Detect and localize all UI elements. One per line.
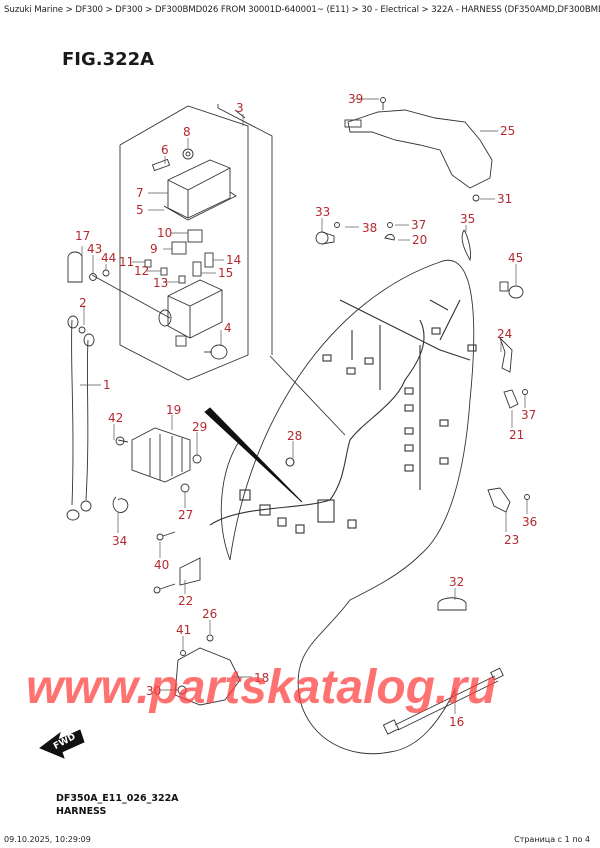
- junction-bracket: [344, 97, 493, 202]
- callout-21[interactable]: 21: [509, 428, 525, 442]
- callout-16[interactable]: 16: [449, 715, 465, 729]
- callout-22[interactable]: 22: [178, 594, 194, 608]
- figure-code: DF350A_E11_026_322A: [56, 793, 179, 804]
- callout-2[interactable]: 2: [79, 296, 87, 310]
- callout-8[interactable]: 8: [183, 125, 191, 139]
- callout-37[interactable]: 37: [411, 218, 427, 232]
- leader-lines: [80, 98, 528, 714]
- relays-fuses: [144, 229, 214, 284]
- callout-3[interactable]: 3: [236, 101, 244, 115]
- callout-28[interactable]: 28: [287, 429, 303, 443]
- callout-36[interactable]: 36: [522, 515, 538, 529]
- callout-45[interactable]: 45: [508, 251, 524, 265]
- callout-29[interactable]: 29: [192, 420, 208, 434]
- callout-12[interactable]: 12: [134, 264, 150, 278]
- callout-31[interactable]: 31: [497, 192, 513, 206]
- main-harness: [209, 299, 477, 534]
- fuse-box-base: [91, 274, 228, 360]
- rectifier-regulator: [112, 427, 202, 513]
- fuse-box-cover: [151, 148, 237, 221]
- callout-1[interactable]: 1: [103, 378, 111, 392]
- breadcrumb: Suzuki Marine > DF300 > DF300 > DF300BMD…: [4, 5, 600, 15]
- callout-9[interactable]: 9: [150, 242, 158, 256]
- callout-30[interactable]: 30: [146, 684, 162, 698]
- sub-harness-16: [382, 667, 504, 735]
- terminal-cap: [67, 251, 110, 283]
- callout-38[interactable]: 38: [362, 221, 378, 235]
- callout-44[interactable]: 44: [101, 251, 117, 265]
- callout-26[interactable]: 26: [202, 607, 218, 621]
- engine-cover-outline: [220, 259, 475, 755]
- callout-14[interactable]: 14: [226, 253, 242, 267]
- callout-41[interactable]: 41: [176, 623, 192, 637]
- callout-6[interactable]: 6: [161, 143, 169, 157]
- watermark: www.partskatalog.ru: [26, 661, 497, 714]
- callout-7[interactable]: 7: [136, 186, 144, 200]
- callout-39[interactable]: 39: [348, 92, 364, 106]
- figure-title: FIG.322A: [62, 49, 155, 70]
- callout-34[interactable]: 34: [112, 534, 128, 548]
- clamps-bolts: [153, 222, 530, 706]
- callout-20[interactable]: 20: [412, 233, 428, 247]
- callout-23[interactable]: 23: [504, 533, 520, 547]
- callout-43[interactable]: 43: [87, 242, 103, 256]
- callout-11[interactable]: 11: [119, 255, 135, 269]
- callout-15[interactable]: 15: [218, 266, 234, 280]
- figure-name: HARNESS: [56, 806, 107, 817]
- fuse-box-kit-outline: [119, 104, 273, 381]
- callout-42[interactable]: 42: [108, 411, 124, 425]
- callout-35[interactable]: 35: [460, 212, 476, 226]
- callout-40[interactable]: 40: [154, 558, 170, 572]
- callout-33[interactable]: 33: [315, 205, 331, 219]
- page-number: Страница с 1 по 4: [514, 835, 590, 844]
- callout-13[interactable]: 13: [153, 276, 169, 290]
- callout-10[interactable]: 10: [157, 226, 173, 240]
- callout-25[interactable]: 25: [500, 124, 516, 138]
- callout-32[interactable]: 32: [449, 575, 465, 589]
- callout-24[interactable]: 24: [497, 327, 513, 341]
- callout-5[interactable]: 5: [136, 203, 144, 217]
- callout-17[interactable]: 17: [75, 229, 91, 243]
- callout-19[interactable]: 19: [166, 403, 182, 417]
- callout-4[interactable]: 4: [224, 321, 232, 335]
- callout-37-lower[interactable]: 37: [521, 408, 537, 422]
- pointer-wedge: [204, 407, 303, 503]
- callout-18[interactable]: 18: [254, 671, 270, 685]
- fwd-arrow-icon: [39, 729, 85, 759]
- callout-27[interactable]: 27: [178, 508, 194, 522]
- print-timestamp: 09.10.2025, 10:29:09: [4, 835, 91, 844]
- battery-cable: [66, 315, 95, 521]
